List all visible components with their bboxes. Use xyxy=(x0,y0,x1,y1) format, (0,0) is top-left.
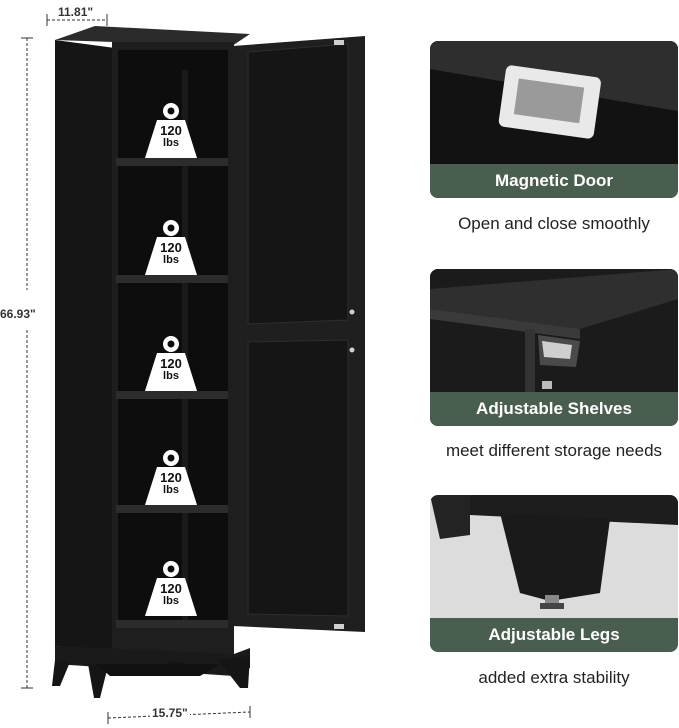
feature-card-magnetic-door: Magnetic Door xyxy=(430,41,678,198)
height-label: 66.93" xyxy=(0,307,36,321)
weight-icon-shelf-3: 120 lbs xyxy=(141,333,201,393)
weight-icon-shelf-1: 120 lbs xyxy=(141,100,201,160)
cabinet-illustration xyxy=(52,26,365,698)
feature-caption: meet different storage needs xyxy=(445,441,663,460)
feature-title: Adjustable Legs xyxy=(430,618,678,652)
feature-title: Magnetic Door xyxy=(430,164,678,198)
feature-card-adjustable-shelves: Adjustable Shelves xyxy=(430,269,678,426)
feature-caption: Open and close smoothly xyxy=(458,214,650,233)
feature-caption: added extra stability xyxy=(478,668,630,687)
weight-icon-shelf-2: 120 lbs xyxy=(141,217,201,277)
weight-icon-shelf-4: 120 lbs xyxy=(141,447,201,507)
feature-title: Adjustable Shelves xyxy=(430,392,678,426)
weight-icon-shelf-5: 120 lbs xyxy=(141,558,201,618)
depth-label: 11.81" xyxy=(56,5,96,19)
feature-card-adjustable-legs: Adjustable Legs xyxy=(430,495,678,652)
width-label: 15.75" xyxy=(150,706,190,720)
